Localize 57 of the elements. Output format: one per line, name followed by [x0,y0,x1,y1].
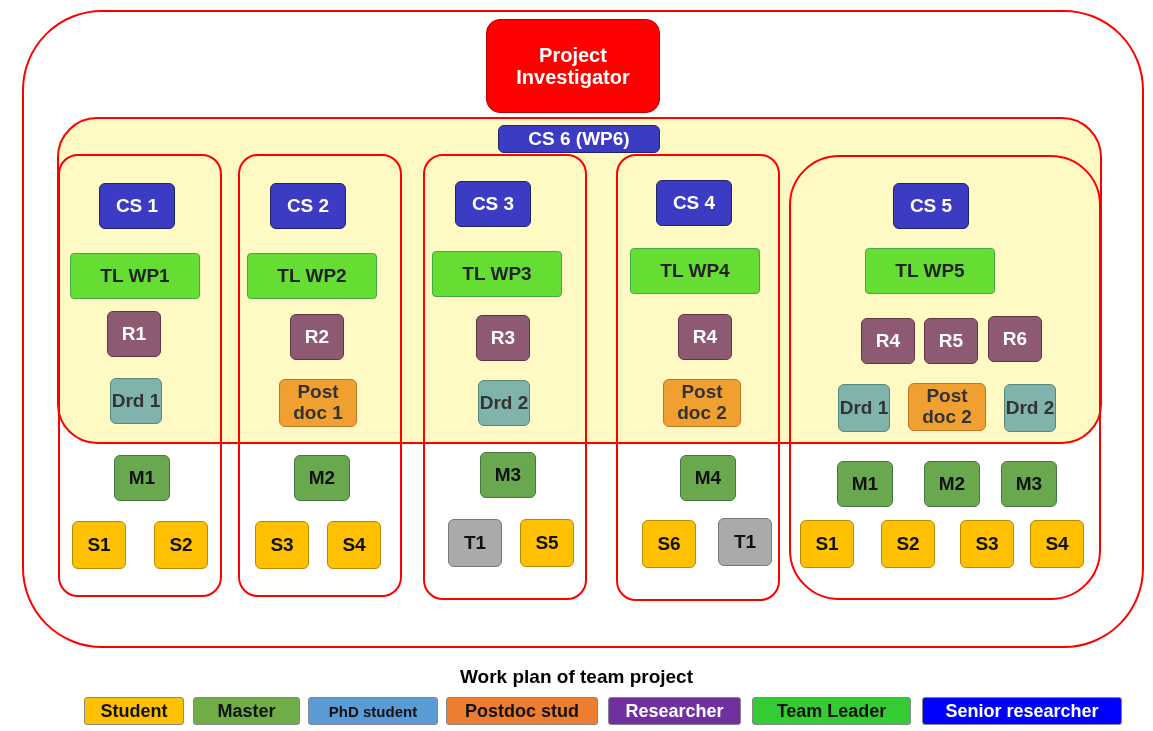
role-box: S2 [154,521,208,569]
group-frame [423,154,587,600]
legend-key: Postdoc stud [446,697,598,725]
role-box: R4 [861,318,915,364]
legend-key: PhD student [308,697,438,725]
role-box: Drd 1 [838,384,890,432]
legend-key: Team Leader [752,697,911,725]
role-box: M2 [294,455,350,501]
role-box: S3 [255,521,309,569]
role-box: Post doc 2 [663,379,741,427]
legend-key: Researcher [608,697,741,725]
role-box: M2 [924,461,980,507]
role-box: CS 1 [99,183,175,229]
group-frame [238,154,402,597]
role-box: S6 [642,520,696,568]
role-box: TL WP2 [247,253,377,299]
role-box: S2 [881,520,935,568]
role-box: R5 [924,318,978,364]
role-box: Drd 2 [1004,384,1056,432]
role-box: R3 [476,315,530,361]
role-box: CS 4 [656,180,732,226]
investigator-box: Project Investigator [486,19,660,113]
role-box: S1 [72,521,126,569]
role-box: CS 2 [270,183,346,229]
role-box: CS 6 (WP6) [498,125,660,153]
role-box: R2 [290,314,344,360]
role-box: TL WP3 [432,251,562,297]
role-box: CS 3 [455,181,531,227]
role-box: T1 [718,518,772,566]
role-box: TL WP1 [70,253,200,299]
role-box: TL WP4 [630,248,760,294]
legend-key: Senior researcher [922,697,1122,725]
role-box: S4 [327,521,381,569]
role-box: S3 [960,520,1014,568]
role-box: M3 [480,452,536,498]
role-box: Drd 1 [110,378,162,424]
role-box: Drd 2 [478,380,530,426]
role-box: M1 [837,461,893,507]
role-box: M4 [680,455,736,501]
group-frame [616,154,780,601]
role-box: Post doc 2 [908,383,986,431]
caption: Work plan of team project [459,666,694,688]
legend-key: Student [84,697,184,725]
role-box: Post doc 1 [279,379,357,427]
role-box: S4 [1030,520,1084,568]
role-box: S1 [800,520,854,568]
legend-key: Master [193,697,300,725]
role-box: TL WP5 [865,248,995,294]
role-box: M3 [1001,461,1057,507]
role-box: R4 [678,314,732,360]
group-frame [58,154,222,597]
role-box: S5 [520,519,574,567]
role-box: R1 [107,311,161,357]
role-box: M1 [114,455,170,501]
role-box: R6 [988,316,1042,362]
role-box: CS 5 [893,183,969,229]
role-box: T1 [448,519,502,567]
